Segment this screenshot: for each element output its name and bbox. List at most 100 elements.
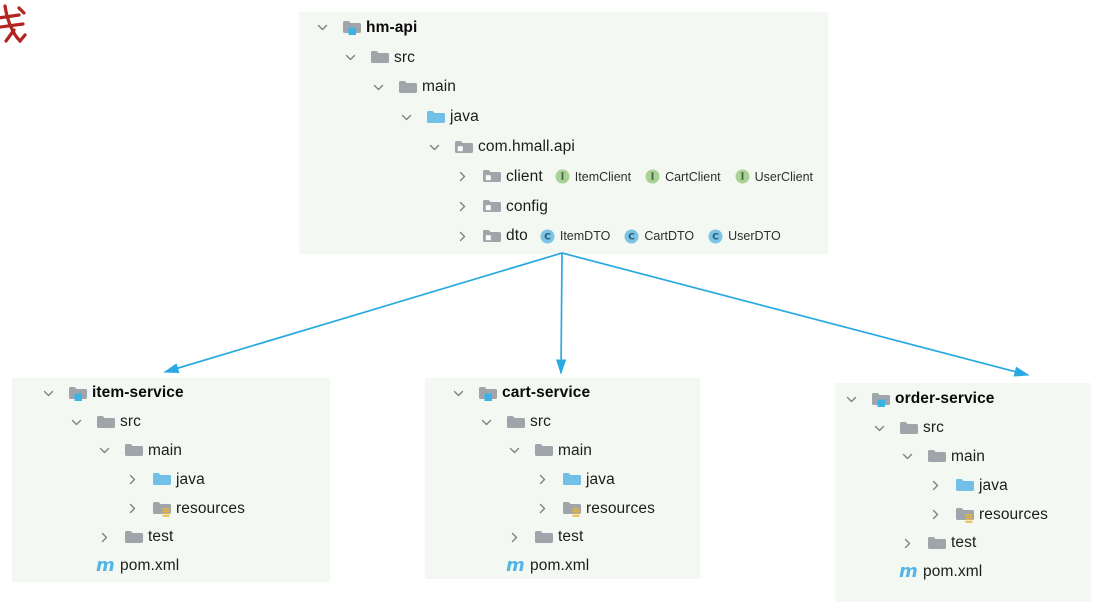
folder-icon <box>927 534 951 553</box>
tree-item-label: main <box>558 441 592 459</box>
tree-row-resources[interactable]: resources <box>425 494 700 523</box>
svg-text:I: I <box>740 173 744 183</box>
tree-item-label: client <box>506 167 543 185</box>
tree-row-main[interactable]: main <box>299 73 828 103</box>
folder-icon <box>124 441 148 460</box>
chevron-down-icon[interactable] <box>98 444 124 457</box>
tree-row-test[interactable]: test <box>835 529 1091 558</box>
chevron-down-icon[interactable] <box>70 416 96 429</box>
tree-row-resources[interactable]: resources <box>12 494 330 523</box>
tree-row-main[interactable]: main <box>425 437 700 466</box>
tree-item-label: java <box>979 476 1008 494</box>
tree-row-resources[interactable]: resources <box>835 500 1091 529</box>
tree-row-java[interactable]: java <box>12 465 330 494</box>
tree-row-main[interactable]: main <box>12 437 330 466</box>
chevron-right-icon[interactable] <box>536 473 562 486</box>
tree-item-label: test <box>951 534 977 552</box>
resources-folder-icon <box>152 499 176 518</box>
chevron-down-icon[interactable] <box>845 393 871 406</box>
tree-row-src[interactable]: src <box>425 408 700 437</box>
badge-label: ItemDTO <box>559 229 611 244</box>
tree-item-label: pom.xml <box>120 557 180 575</box>
tree-row-com.hmall.api[interactable]: com.hmall.api <box>299 132 828 162</box>
order-service-project-tree: order-service src main java resources te… <box>835 383 1091 602</box>
badge-label: CartClient <box>665 169 721 184</box>
svg-text:I: I <box>560 173 564 183</box>
tree-row-java[interactable]: java <box>425 465 700 494</box>
chevron-down-icon[interactable] <box>480 416 506 429</box>
hm-api-project-tree: hm-api src main java com.hmall.api clien… <box>299 12 828 254</box>
chevron-down-icon[interactable] <box>873 422 899 435</box>
chevron-right-icon[interactable] <box>536 502 562 515</box>
tree-row-src[interactable]: src <box>299 43 828 73</box>
chevron-right-icon[interactable] <box>508 531 534 544</box>
tree-item-label: item-service <box>92 384 184 402</box>
item-service-project-tree: item-service src main java resources tes… <box>12 378 330 582</box>
chevron-right-icon[interactable] <box>929 508 955 521</box>
tree-row-item-service[interactable]: item-service <box>12 379 330 408</box>
badge-label: UserDTO <box>728 229 781 244</box>
chevron-down-icon[interactable] <box>316 21 342 34</box>
tree-row-order-service[interactable]: order-service <box>835 385 1091 414</box>
chevron-down-icon[interactable] <box>42 387 68 400</box>
tree-row-src[interactable]: src <box>835 414 1091 443</box>
folder-icon <box>534 528 558 547</box>
tree-row-config[interactable]: config <box>299 192 828 222</box>
maven-icon: m <box>96 557 120 575</box>
tree-item-label: src <box>923 419 944 437</box>
chevron-right-icon[interactable] <box>98 531 124 544</box>
chevron-down-icon[interactable] <box>452 387 478 400</box>
tree-row-test[interactable]: test <box>12 523 330 552</box>
tree-item-label: main <box>148 441 182 459</box>
package-folder-icon <box>482 227 506 246</box>
chevron-right-icon[interactable] <box>901 537 927 550</box>
tree-item-label: test <box>148 528 174 546</box>
chevron-down-icon[interactable] <box>344 51 370 64</box>
interface-icon: I <box>645 169 660 184</box>
tree-item-label: resources <box>176 499 245 517</box>
tree-row-main[interactable]: main <box>835 443 1091 472</box>
chevron-right-icon[interactable] <box>929 479 955 492</box>
chevron-down-icon[interactable] <box>901 450 927 463</box>
chevron-right-icon[interactable] <box>456 170 482 183</box>
tree-row-cart-service[interactable]: cart-service <box>425 379 700 408</box>
module-folder-icon <box>478 384 502 403</box>
chevron-down-icon[interactable] <box>400 111 426 124</box>
interface-badge: I CartClient <box>645 169 721 184</box>
cart-service-project-tree: cart-service src main java resources tes… <box>425 378 700 579</box>
chevron-right-icon[interactable] <box>126 502 152 515</box>
chevron-right-icon[interactable] <box>126 473 152 486</box>
tree-item-label: java <box>176 470 205 488</box>
module-folder-icon <box>68 384 92 403</box>
tree-row-src[interactable]: src <box>12 408 330 437</box>
chevron-right-icon[interactable] <box>456 230 482 243</box>
tree-item-label: main <box>422 78 456 96</box>
svg-text:C: C <box>544 233 551 243</box>
maven-icon: m <box>506 557 530 575</box>
tree-item-label: hm-api <box>366 18 418 36</box>
chevron-down-icon[interactable] <box>372 81 398 94</box>
module-folder-icon <box>871 390 895 409</box>
tree-row-test[interactable]: test <box>425 523 700 552</box>
tree-row-hm-api[interactable]: hm-api <box>299 13 828 43</box>
class-badge: C ItemDTO <box>540 229 610 244</box>
tree-item-label: config <box>506 197 548 215</box>
chevron-down-icon[interactable] <box>508 444 534 457</box>
chevron-right-icon[interactable] <box>456 200 482 213</box>
maven-icon: m <box>899 563 923 581</box>
chevron-down-icon[interactable] <box>428 141 454 154</box>
package-folder-icon <box>482 197 506 216</box>
tree-row-java[interactable]: java <box>299 102 828 132</box>
tree-row-java[interactable]: java <box>835 471 1091 500</box>
module-folder-icon <box>342 18 366 37</box>
red-ink-annotation <box>0 4 27 44</box>
